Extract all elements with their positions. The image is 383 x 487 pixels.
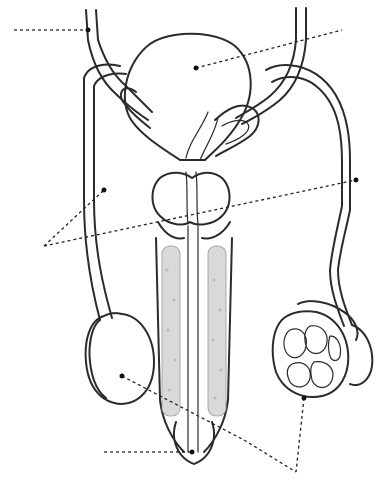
spermatic-cord-left-inner	[94, 74, 126, 319]
leader-bladder	[196, 30, 342, 68]
glans	[174, 422, 214, 464]
testis-right	[273, 311, 349, 397]
leader-lines	[14, 30, 356, 472]
leader-testis-left-to-label	[244, 440, 296, 472]
corpus-cavernosum-left	[162, 246, 180, 416]
urethra	[188, 226, 198, 452]
leader-cord-right	[44, 180, 356, 246]
spermatic-cord-right-loop	[350, 325, 372, 385]
testis-left	[86, 313, 154, 404]
corpus-cavernosum-right	[208, 246, 226, 416]
bladder	[125, 34, 251, 160]
testis-lobules	[284, 326, 341, 388]
spermatic-cord-right-inner	[272, 77, 344, 326]
seminal-vesicle-right	[215, 106, 259, 156]
vas-deferens-right	[236, 8, 296, 118]
epididymis-right	[298, 301, 358, 340]
prostate	[153, 173, 230, 225]
spermatic-cord-right	[266, 65, 352, 325]
leader-testis-right	[296, 398, 304, 472]
